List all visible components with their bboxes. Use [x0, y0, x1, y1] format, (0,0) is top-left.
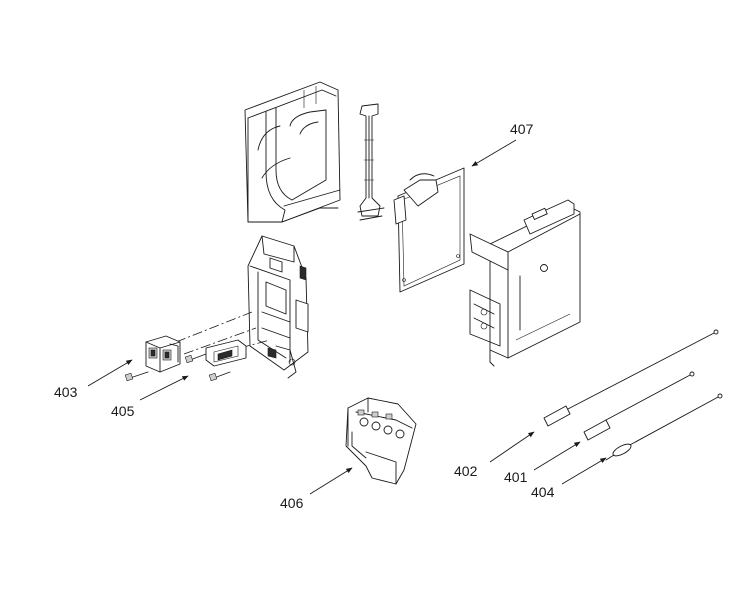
callout-406: 406: [280, 495, 304, 511]
callout-401: 401: [504, 469, 528, 485]
callout-407: 407: [510, 121, 534, 137]
sensor-401: [583, 371, 695, 441]
callout-402: 402: [454, 463, 478, 479]
sensor-404: [605, 393, 723, 461]
control-module: [345, 397, 417, 485]
callout-403: 403: [54, 384, 78, 400]
terminal-mount-assembly: [247, 235, 309, 379]
mounting-plate: [205, 339, 247, 367]
vertical-rail-bracket: [357, 103, 385, 221]
screws: [124, 353, 231, 382]
control-pcb-board: [393, 167, 465, 293]
duct-cover-panel: [244, 81, 341, 223]
sensor-402: [543, 329, 719, 427]
callout-405: 405: [111, 403, 135, 419]
callout-404: 404: [531, 484, 555, 500]
leader-lines: [87, 139, 607, 495]
electrical-box-housing: [469, 199, 581, 367]
terminal-block: [145, 335, 181, 373]
